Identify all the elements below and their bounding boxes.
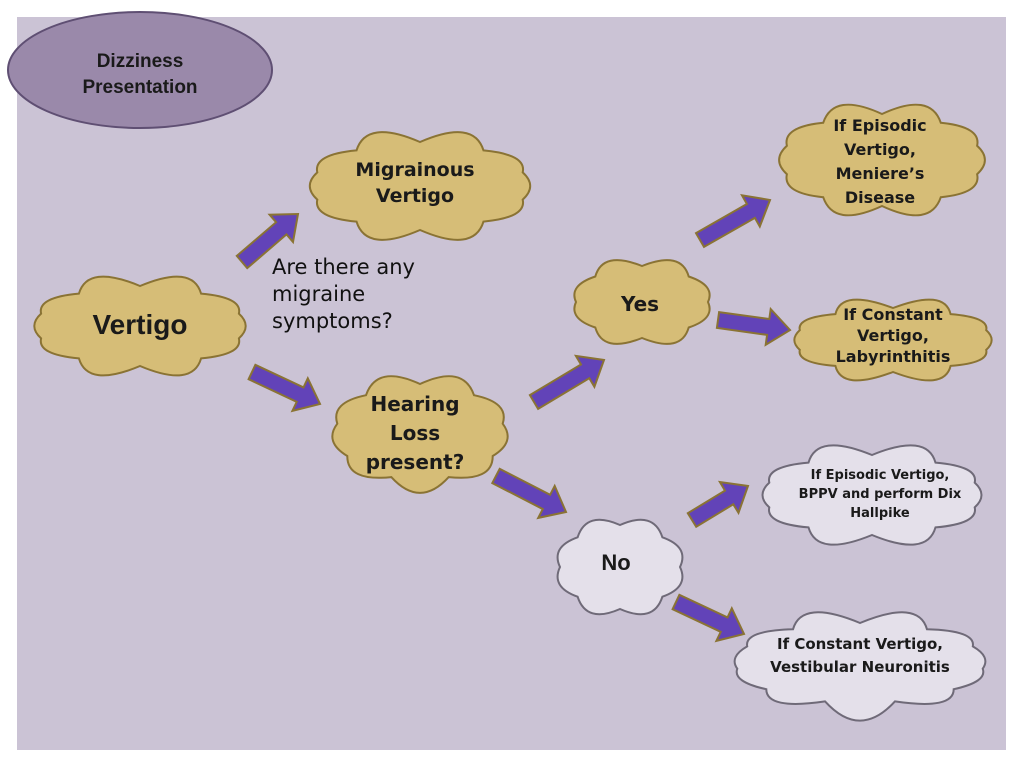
constant-neuronitis-label: If Constant Vertigo, Vestibular Neuronit… <box>770 635 950 676</box>
arrow-hearing-to-no <box>490 467 568 520</box>
arrow-no-to-bppv <box>686 480 750 529</box>
vertigo-label: Vertigo <box>92 309 188 340</box>
yes-label: Yes <box>620 292 660 316</box>
yes-cloud <box>573 259 711 345</box>
episodic-meniere-cloud <box>778 103 986 217</box>
arrow-vertigo-to-migrainous <box>235 212 300 270</box>
arrow-hearing-to-yes <box>528 354 606 411</box>
vertigo-cloud <box>33 275 247 377</box>
title-ellipse <box>7 11 273 129</box>
arrow-no-to-neuronitis <box>671 593 746 643</box>
constant-neuronitis-cloud <box>733 611 987 722</box>
no-cloud <box>556 518 684 616</box>
migrainous-vertigo-label: Migrainous Vertigo <box>355 159 475 207</box>
constant-labyrinthitis-label: If Constant Vertigo, Labyrinthitis <box>835 305 951 366</box>
hearing-loss-label: Hearing Loss present? <box>365 392 465 474</box>
arrow-vertigo-to-hearing <box>247 363 322 413</box>
migraine-question-label: Are there any migraine symptoms? <box>272 255 415 333</box>
constant-labyrinthitis-cloud <box>793 298 993 382</box>
title-label: Dizziness Presentation <box>82 51 198 98</box>
episodic-meniere-label: If Episodic Vertigo, Meniere’s Disease <box>833 116 927 207</box>
arrow-yes-to-meniere <box>694 193 772 249</box>
arrow-yes-to-labyrinthitis <box>715 306 792 347</box>
migrainous-vertigo-cloud <box>308 131 532 241</box>
hearing-loss-cloud <box>331 375 509 494</box>
no-label: No <box>601 550 631 575</box>
episodic-bppv-label: If Episodic Vertigo, BPPV and perform Di… <box>798 468 962 521</box>
episodic-bppv-cloud <box>761 444 983 546</box>
